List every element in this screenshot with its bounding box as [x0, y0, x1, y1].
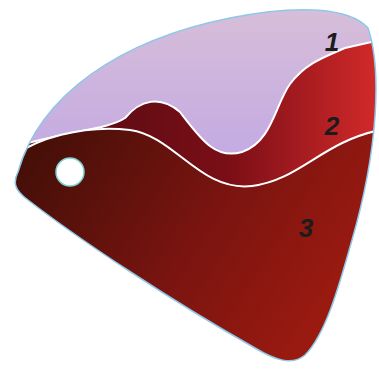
callout-number: 2	[325, 113, 339, 139]
callout-number: 1	[325, 29, 339, 55]
hole	[56, 158, 84, 186]
region-2	[0, 40, 379, 369]
callout-number: 3	[299, 215, 313, 241]
pick-outline	[15, 10, 376, 361]
region-3	[0, 129, 379, 369]
